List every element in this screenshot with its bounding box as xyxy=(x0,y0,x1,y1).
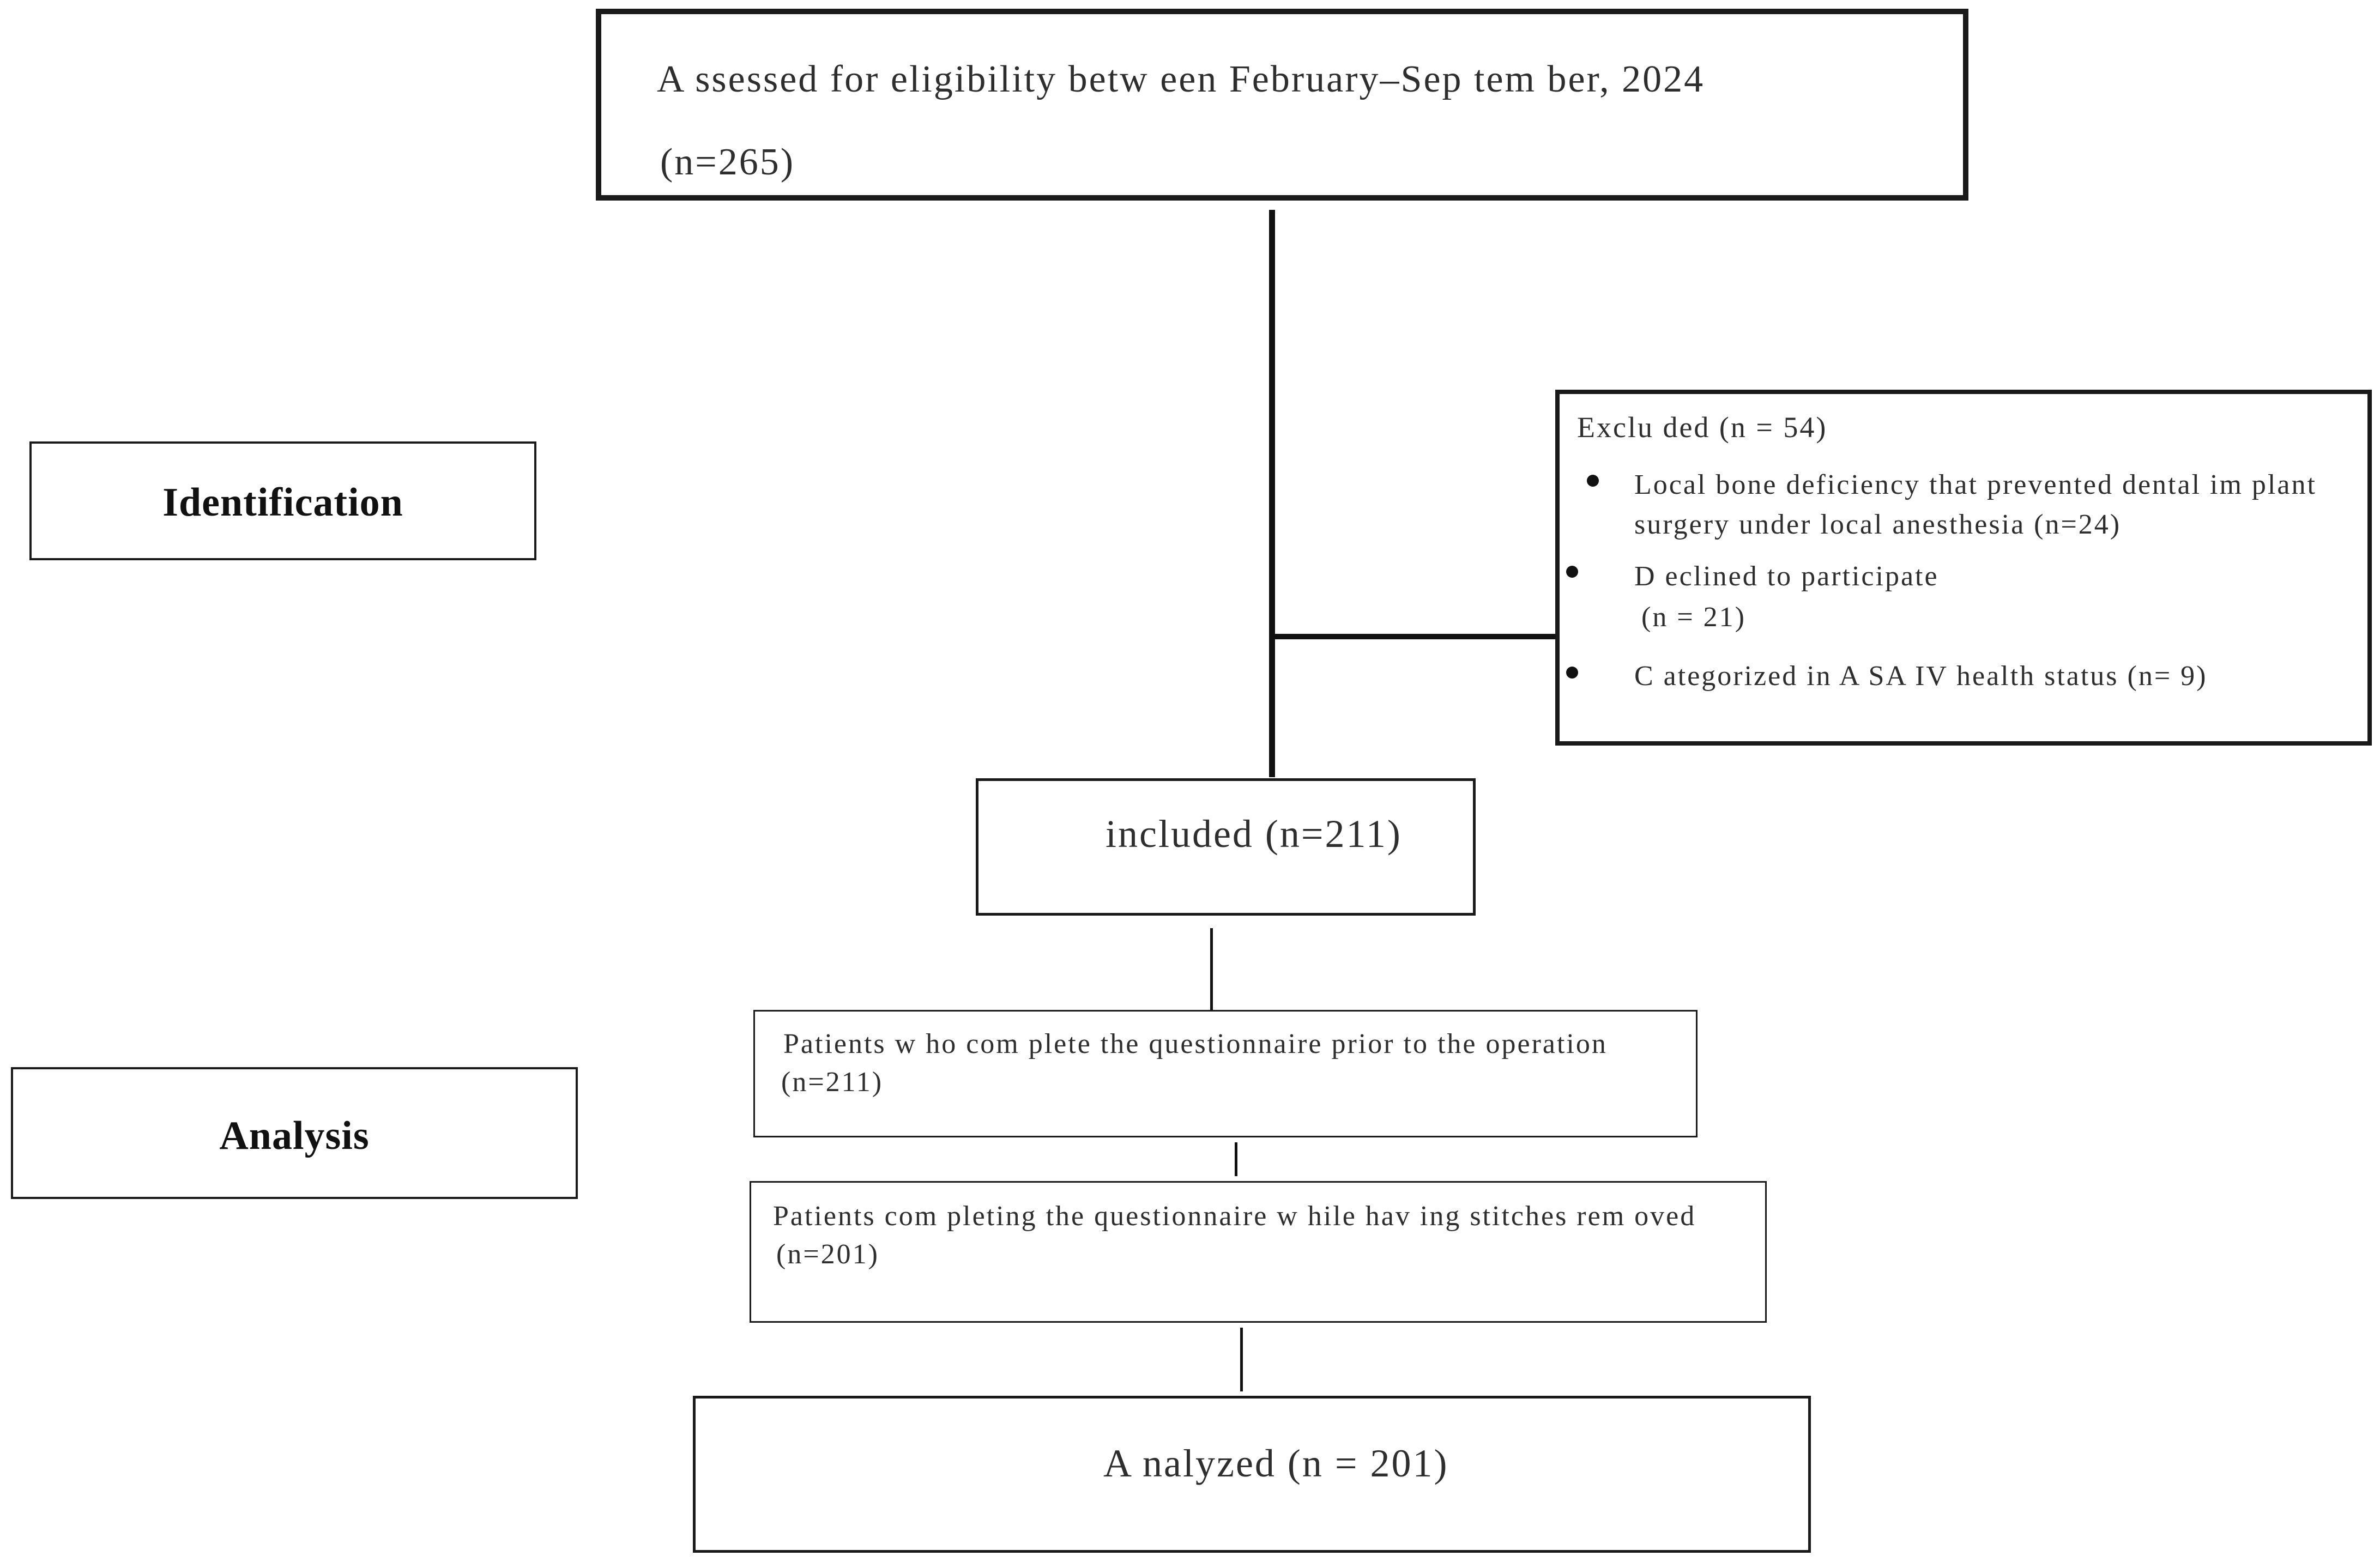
stitches-questionnaire-box: Patients com pleting the questionnaire w… xyxy=(750,1181,1767,1323)
identification-label: Identification xyxy=(162,480,403,525)
excluded-reason-1-line2: surgery under local anesthesia (n=24) xyxy=(1634,509,2122,540)
assessed-line1: A ssessed for eligibility betw een Febru… xyxy=(657,58,1705,100)
connector-to-excluded xyxy=(1269,634,1557,639)
connector-stitches-to-analyzed xyxy=(1240,1328,1243,1391)
bullet-icon xyxy=(1566,566,1578,578)
analyzed-box: A nalyzed (n = 201) xyxy=(693,1396,1811,1553)
preop-line1: Patients w ho com plete the questionnair… xyxy=(783,1028,1608,1060)
connector-included-to-preop xyxy=(1210,928,1213,1010)
assessed-count: (n=265) xyxy=(660,141,795,183)
stitches-line1: Patients com pleting the questionnaire w… xyxy=(773,1201,1696,1232)
preop-count: (n=211) xyxy=(781,1067,884,1098)
analysis-stage-box: Analysis xyxy=(11,1067,578,1199)
connector-preop-to-stitches xyxy=(1235,1142,1237,1176)
identification-stage-box: Identification xyxy=(29,441,536,560)
connector-assessed-to-included xyxy=(1269,210,1275,777)
included-text: included (n=211) xyxy=(1106,812,1402,856)
excluded-title: Exclu ded (n = 54) xyxy=(1577,411,1828,444)
assessed-box: A ssessed for eligibility betw een Febru… xyxy=(596,9,1968,201)
stitches-count: (n=201) xyxy=(776,1239,879,1270)
analysis-label: Analysis xyxy=(219,1113,370,1158)
excluded-reason-2-line1: D eclined to participate xyxy=(1634,561,1939,592)
bullet-icon xyxy=(1587,475,1599,487)
excluded-reason-1-line1: Local bone deficiency that prevented den… xyxy=(1634,469,2317,500)
analyzed-text: A nalyzed (n = 201) xyxy=(1103,1442,1449,1485)
excluded-reason-2-line2: (n = 21) xyxy=(1641,602,1746,633)
included-box: included (n=211) xyxy=(976,778,1476,916)
excluded-box: Exclu ded (n = 54) Local bone deficiency… xyxy=(1555,390,2372,746)
excluded-reason-3-line1: C ategorized in A SA IV health status (n… xyxy=(1634,661,2208,692)
preop-questionnaire-box: Patients w ho com plete the questionnair… xyxy=(753,1010,1698,1137)
bullet-icon xyxy=(1566,667,1578,679)
